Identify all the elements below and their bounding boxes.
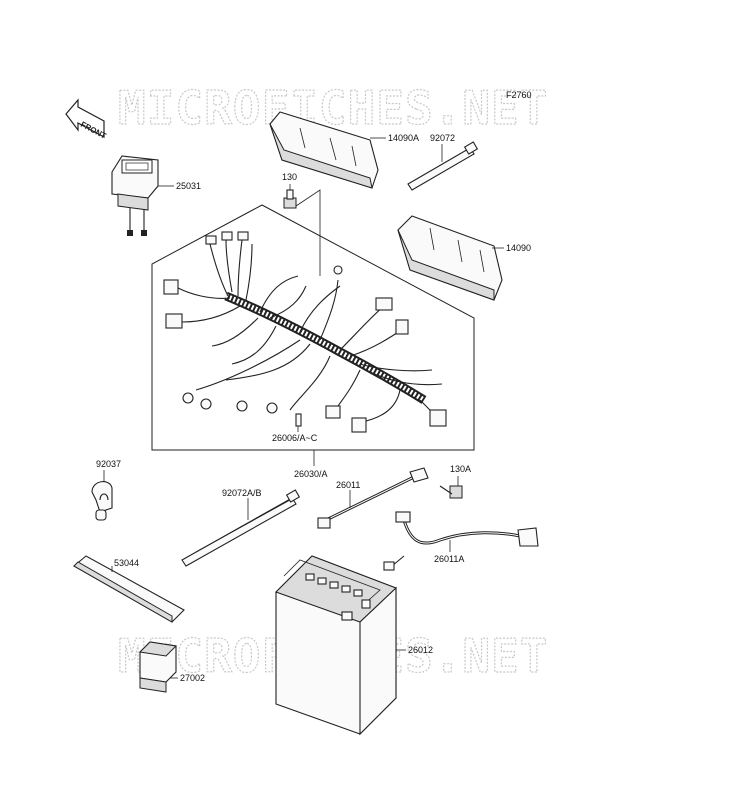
label-130[interactable]: 130 [282, 172, 297, 182]
label-27002[interactable]: 27002 [180, 673, 205, 683]
diagram-code: F2760 [506, 90, 532, 100]
strap-92072[interactable] [407, 141, 479, 191]
label-92072ab[interactable]: 92072A/B [222, 488, 262, 498]
battery-26012[interactable] [275, 555, 397, 736]
label-26011a[interactable]: 26011A [434, 554, 464, 564]
label-26006[interactable]: 26006/A~C [272, 433, 318, 443]
label-26030[interactable]: 26030/A [294, 469, 328, 479]
label-14090[interactable]: 14090 [506, 243, 531, 253]
front-arrow-icon: FRONT [65, 98, 108, 141]
label-92037[interactable]: 92037 [96, 459, 121, 469]
bolt-130[interactable] [283, 189, 297, 209]
harness-frame [151, 204, 475, 451]
label-92072[interactable]: 92072 [430, 133, 455, 143]
cover-14090[interactable] [397, 215, 503, 301]
wire-harness[interactable] [163, 231, 447, 433]
cover-14090a[interactable] [269, 111, 379, 189]
label-14090a[interactable]: 14090A [388, 133, 419, 143]
hour-meter-25031[interactable] [111, 155, 159, 236]
label-53044[interactable]: 53044 [114, 558, 139, 568]
label-26011[interactable]: 26011 [336, 480, 360, 490]
relay-27002[interactable] [138, 641, 178, 693]
watermark-top: MICROFICHES.NET [118, 81, 548, 135]
cable-26011[interactable] [317, 467, 429, 529]
cable-26011a[interactable] [383, 511, 539, 571]
clamp-92037[interactable] [91, 481, 113, 521]
bolt-130a[interactable] [439, 485, 463, 499]
label-130a[interactable]: 130A [450, 464, 471, 474]
leader-130-ground [295, 189, 321, 276]
tube-53044[interactable] [73, 555, 185, 623]
label-25031[interactable]: 25031 [176, 181, 201, 191]
strap-92072ab[interactable] [181, 489, 301, 567]
label-26012[interactable]: 26012 [408, 645, 433, 655]
